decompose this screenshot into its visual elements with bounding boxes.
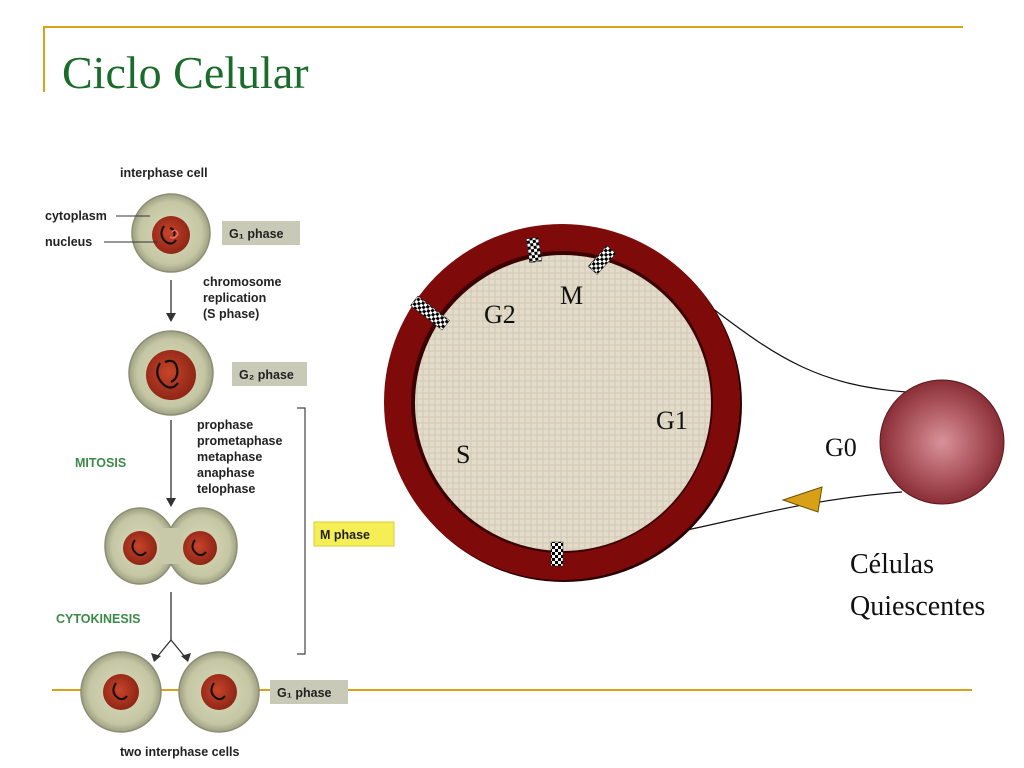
two-interphase-cells-label: two interphase cells [120,745,240,759]
arrow-split-icon [156,639,172,658]
title-rule-left [43,26,45,92]
chromosome-label: chromosome [203,275,282,289]
g0-sphere [879,379,1005,505]
g1-phase-bottom-label: G₁ phase [277,686,332,700]
cytokinesis-label: CYTOKINESIS [56,612,141,626]
g1-phase-top-label: G₁ phase [229,227,284,241]
page-title: Ciclo Celular [62,47,309,98]
mitosis-step: telophase [197,482,255,496]
cytoplasm-label: cytoplasm [45,209,107,223]
checkpoint-marker [587,245,617,275]
nucleus-label: nucleus [45,235,92,249]
interphase-cell [131,193,211,273]
g2-phase-label: G₂ phase [239,368,294,382]
title-rule-top [43,26,963,28]
m-phase-bracket [297,407,306,655]
nucleus-circle [152,216,190,254]
checkpoint-marker [550,541,564,567]
s-phase-label: (S phase) [203,307,259,321]
checkpoint-marker [526,236,542,264]
g1-phase-top-box [222,221,300,245]
exit-to-g0-curve [711,307,907,393]
g2-label: G2 [484,300,516,329]
g1-label: G1 [656,406,688,435]
cell-cycle-ring: M G2 G1 S G0 Células Quiescentes [384,224,1005,622]
m-label: M [560,281,583,310]
g0-label: G0 [825,433,857,462]
interphase-cell-label: interphase cell [120,166,208,180]
bottom-rule [52,689,972,691]
ring-inner [415,255,711,551]
mitosis-step: anaphase [197,466,255,480]
dividing-cell [104,507,238,585]
daughter-cell-left [80,651,162,733]
m-phase-label: M phase [320,528,370,542]
arrow-left-icon [781,486,823,513]
mitosis-step: metaphase [197,450,262,464]
return-from-g0-curve [671,491,903,534]
m-phase-box [313,521,395,547]
mitosis-step: prometaphase [197,434,282,448]
quiescent-line1: Células [850,549,934,580]
chromosome-icon [156,359,179,389]
mitosis-step: prophase [197,418,253,432]
mitosis-label: MITOSIS [75,456,126,470]
checkpoint-marker [410,295,450,331]
daughter-cell-right [178,651,260,733]
cell-stages-panel: interphase cell cytoplasm nucleus G₁ pha… [45,166,395,759]
g1-phase-bottom-box [270,680,348,704]
replication-label: replication [203,291,266,305]
g2-cell [128,330,214,416]
s-label: S [456,440,470,469]
g2-phase-box [232,362,307,386]
quiescent-line2: Quiescentes [850,591,985,622]
